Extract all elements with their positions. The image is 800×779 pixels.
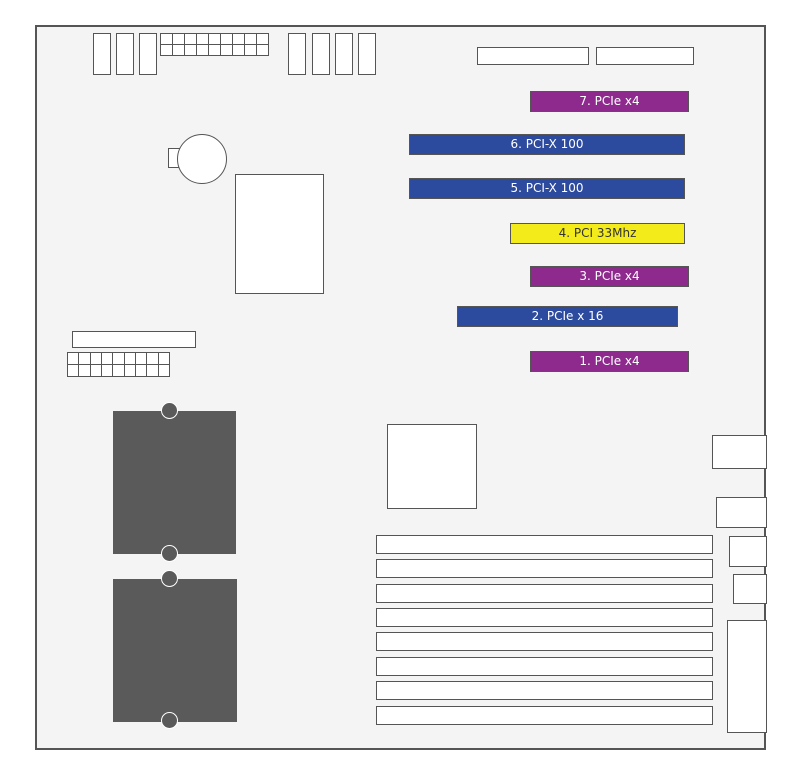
power-connector-aux (67, 352, 170, 377)
expansion-slot-7: 7. PCIe x4 (530, 91, 689, 112)
floppy-connector (596, 47, 694, 65)
memory-slot (376, 657, 713, 676)
memory-slot (376, 608, 713, 627)
cpu-socket-2 (113, 579, 237, 722)
memory-slot (376, 584, 713, 603)
expansion-slot-5: 5. PCI-X 100 (409, 178, 685, 199)
io-port (712, 435, 767, 469)
cpu-socket-1 (113, 411, 236, 554)
power-connector-24pin (160, 33, 269, 56)
memory-slot (376, 535, 713, 554)
header-block (139, 33, 157, 75)
mounting-hole (161, 712, 178, 729)
expansion-slot-6: 6. PCI-X 100 (409, 134, 685, 155)
io-port (733, 574, 767, 604)
expansion-slot-4: 4. PCI 33Mhz (510, 223, 685, 244)
io-port (727, 620, 767, 733)
memory-slot (376, 706, 713, 725)
memory-slot (376, 632, 713, 651)
north-bridge (387, 424, 477, 509)
header-block (335, 33, 353, 75)
mounting-hole (161, 545, 178, 562)
expansion-slot-3: 3. PCIe x4 (530, 266, 689, 287)
header-block (116, 33, 134, 75)
memory-slot (376, 681, 713, 700)
header-block (312, 33, 330, 75)
expansion-slot-1: 1. PCIe x4 (530, 351, 689, 372)
io-port (716, 497, 767, 528)
expansion-slot-2: 2. PCIe x 16 (457, 306, 678, 327)
header-block (358, 33, 376, 75)
mounting-hole (161, 402, 178, 419)
memory-slot (376, 559, 713, 578)
connector-strip (72, 331, 196, 348)
mounting-hole (161, 570, 178, 587)
cmos-battery (177, 134, 227, 184)
header-block (93, 33, 111, 75)
ide-connector (477, 47, 589, 65)
chipset (235, 174, 324, 294)
io-port (729, 536, 767, 567)
header-block (288, 33, 306, 75)
